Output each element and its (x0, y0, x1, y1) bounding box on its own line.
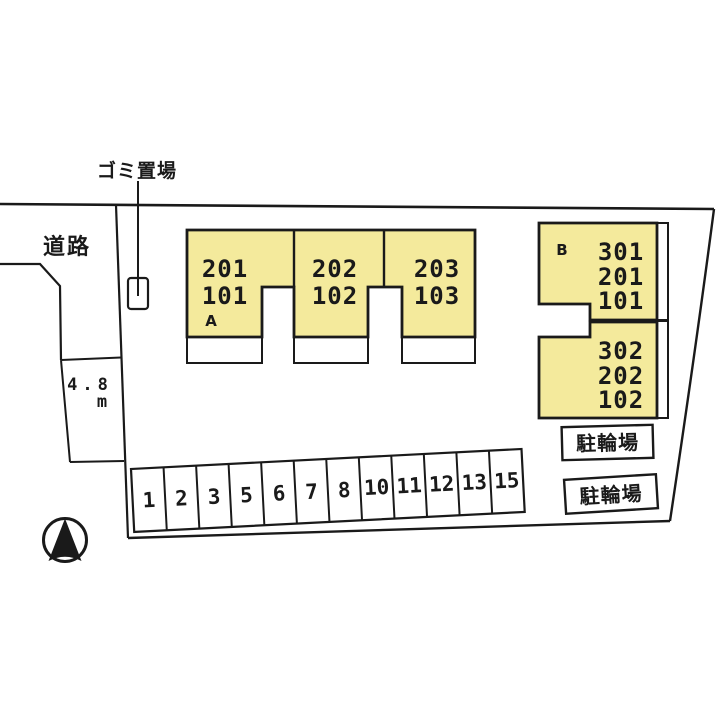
unit-b-upper-number-2: 201 (598, 263, 644, 291)
unit-b-upper-number-3: 101 (598, 287, 644, 315)
parking-stall-number-5: 5 (240, 483, 254, 508)
garbage-box (126, 276, 150, 311)
boundary-right-line (668, 208, 716, 522)
parking-stall-number-7: 7 (305, 479, 319, 504)
garbage-label: ゴミ置場 (97, 159, 177, 182)
building-a-porch-2 (293, 336, 369, 364)
unit-b-lower-number-3: 102 (598, 386, 644, 414)
parking-stall-number-8: 8 (337, 478, 351, 503)
bike-parking-1: 駐輪場 (560, 423, 655, 462)
building-a-porch-1 (186, 336, 263, 364)
parking-stall-number-2: 2 (175, 486, 189, 511)
site-boundary (0, 202, 716, 540)
road-width-section-lines (60, 356, 125, 463)
bike-parking-2: 駐輪場 (562, 472, 660, 516)
parking-stall-number-15: 15 (494, 468, 520, 493)
road-width-value: 4.8 (67, 375, 113, 395)
parking-stall-number-10: 10 (363, 475, 389, 500)
building-b-balcony-upper (656, 222, 669, 321)
parking-stall-number-6: 6 (272, 481, 286, 506)
building-a: 201 101 A 202 102 203 103 (185, 228, 477, 364)
unit-a3-lower-number: 103 (414, 282, 460, 310)
parking-stall-number-13: 13 (461, 470, 487, 495)
boundary-left-line (0, 262, 63, 361)
boundary-bottom-line (127, 519, 671, 540)
unit-a2-lower-number: 102 (312, 282, 358, 310)
building-b-label: B (556, 241, 567, 259)
unit-a1-upper-number: 201 (202, 255, 248, 283)
parking-row-outline (129, 447, 526, 534)
unit-a1-lower-number: 101 (202, 282, 248, 310)
unit-b-upper-number-1: 301 (598, 238, 644, 266)
parking-stall-number-1: 1 (142, 488, 156, 513)
bike-parking-label-2: 駐輪場 (579, 481, 643, 509)
parking-stall-number-3: 3 (207, 484, 221, 509)
unit-a3-upper-number: 203 (414, 255, 460, 283)
bike-parking-box-1 (560, 423, 655, 462)
compass-north-needle (48, 518, 82, 561)
building-b-balcony-lower (656, 320, 669, 419)
bike-parking-label-1: 駐輪場 (576, 430, 640, 456)
north-compass-icon (42, 517, 88, 563)
parking-stall-dividers (162, 450, 494, 531)
unit-b-lower-number-2: 202 (598, 362, 644, 390)
road-label: 道路 (43, 234, 91, 260)
road-area: 道路 4.8 m (43, 204, 130, 539)
building-a-porch-3 (401, 336, 476, 364)
parking-row: 1 2 3 5 6 7 8 10 11 12 13 15 (129, 447, 526, 534)
unit-a2-upper-number: 202 (312, 255, 358, 283)
road-right-line (114, 204, 130, 539)
parking-stall-number-11: 11 (396, 473, 422, 498)
building-b: B 301 201 101 302 202 102 (537, 221, 669, 420)
bike-parking-box-2 (562, 472, 660, 516)
boundary-top-line (0, 202, 715, 211)
building-a-label: A (205, 312, 217, 330)
unit-b-lower-number-1: 302 (598, 337, 644, 365)
parking-stall-number-12: 12 (428, 472, 454, 497)
garbage-area: ゴミ置場 (97, 159, 177, 311)
road-width-unit: m (97, 392, 107, 412)
